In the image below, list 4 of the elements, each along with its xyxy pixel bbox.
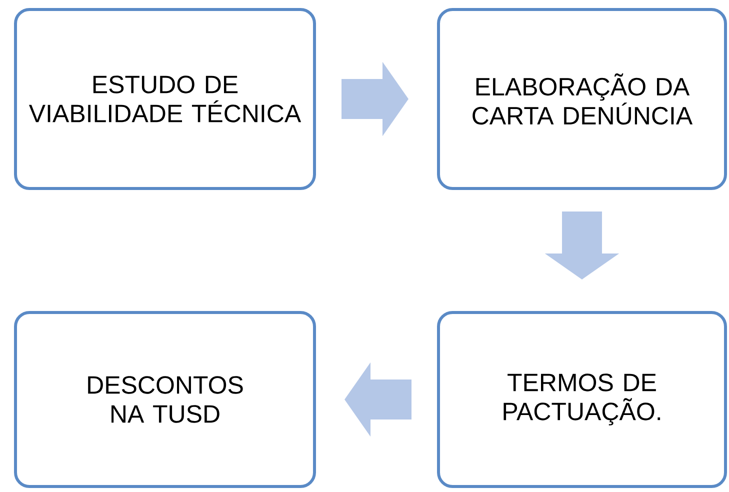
process-box: ELABORAÇÃO DA CARTA DENÚNCIA — [437, 8, 727, 190]
process-box: DESCONTOS NA TUSD — [14, 311, 316, 488]
process-box: ESTUDO DE VIABILIDADE TÉCNICA — [14, 8, 316, 190]
process-box: TERMOS DE PACTUAÇÃO. — [437, 311, 727, 488]
